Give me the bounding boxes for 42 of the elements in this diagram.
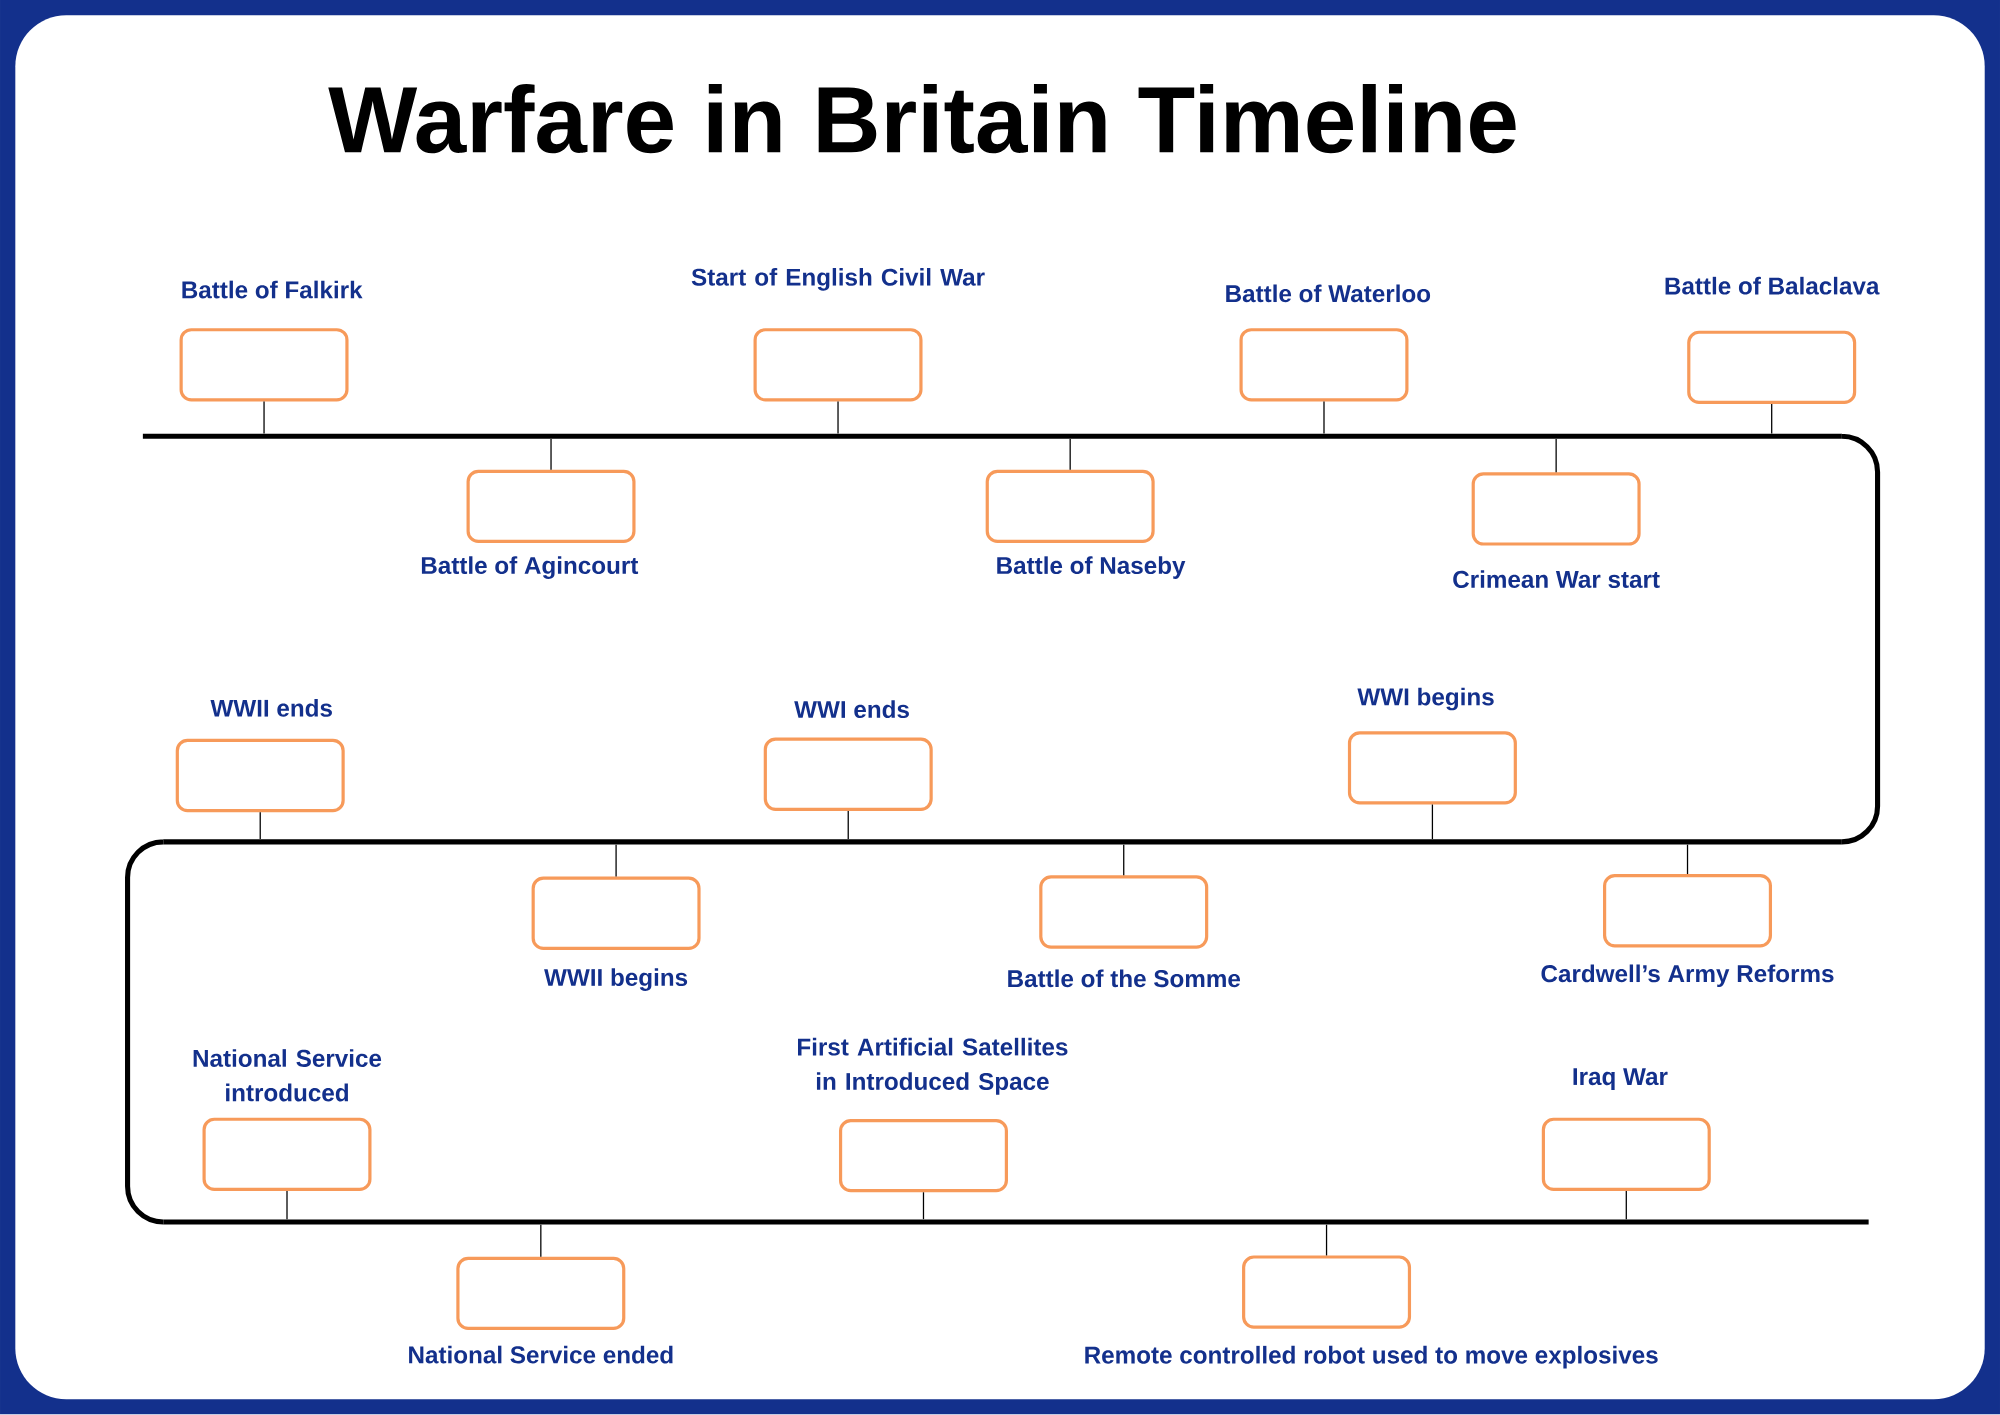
timeline-bar	[163, 839, 1842, 845]
event-label: National Service introduced	[193, 1049, 382, 1102]
connector-line	[1123, 844, 1125, 877]
connector-line	[286, 1190, 288, 1221]
connector-line	[1625, 1190, 1627, 1221]
connector-line	[1771, 403, 1773, 435]
connector-line	[1325, 1224, 1328, 1257]
event-label: Battle of Naseby	[997, 556, 1186, 580]
connector-line	[922, 1191, 925, 1221]
event-label: Battle of Balaclava	[1665, 277, 1880, 295]
timeline-bar	[142, 433, 1842, 439]
timeline-bend	[1839, 433, 1881, 845]
connector-line	[259, 811, 261, 840]
connector-line	[540, 1224, 542, 1258]
event-label: Battle of Waterloo	[1226, 284, 1431, 303]
event-label: Iraq War	[1573, 1068, 1668, 1091]
connector-line	[550, 438, 552, 471]
connector-line	[263, 401, 265, 435]
title: Warfare in Britain Timeline	[328, 84, 1516, 154]
connector-line	[615, 844, 617, 878]
connector-line	[1323, 401, 1325, 435]
connector-line	[837, 401, 839, 435]
connector-line	[1069, 438, 1071, 471]
connector-line	[1686, 844, 1689, 875]
event-label: Battle of the Somme	[1008, 969, 1241, 988]
event-label: National Service ended	[409, 1345, 673, 1364]
event-label: Battle of Falkirk	[182, 280, 363, 299]
event-label: Remote controlled robot used to move explosives	[1085, 1346, 1658, 1369]
timeline-bar	[163, 1219, 1869, 1225]
event-label: Battle of Agincourt	[421, 556, 639, 580]
event-label: Start of English Civil War	[691, 268, 985, 291]
event-label: WWII begins	[544, 968, 688, 992]
timeline-bend	[125, 839, 166, 1225]
connector-line	[1431, 804, 1434, 840]
event-label: WWI ends	[794, 700, 909, 719]
connector-line	[847, 810, 849, 840]
event-label: Crimean War start	[1453, 570, 1660, 589]
event-label: Cardwell’s Army Reforms	[1541, 964, 1834, 988]
event-label: WWII ends	[210, 699, 332, 718]
connector-line	[1555, 438, 1557, 474]
event-label: First Artificial Satellites in Introduced Space	[798, 1038, 1068, 1096]
event-label: WWI begins	[1357, 687, 1494, 711]
